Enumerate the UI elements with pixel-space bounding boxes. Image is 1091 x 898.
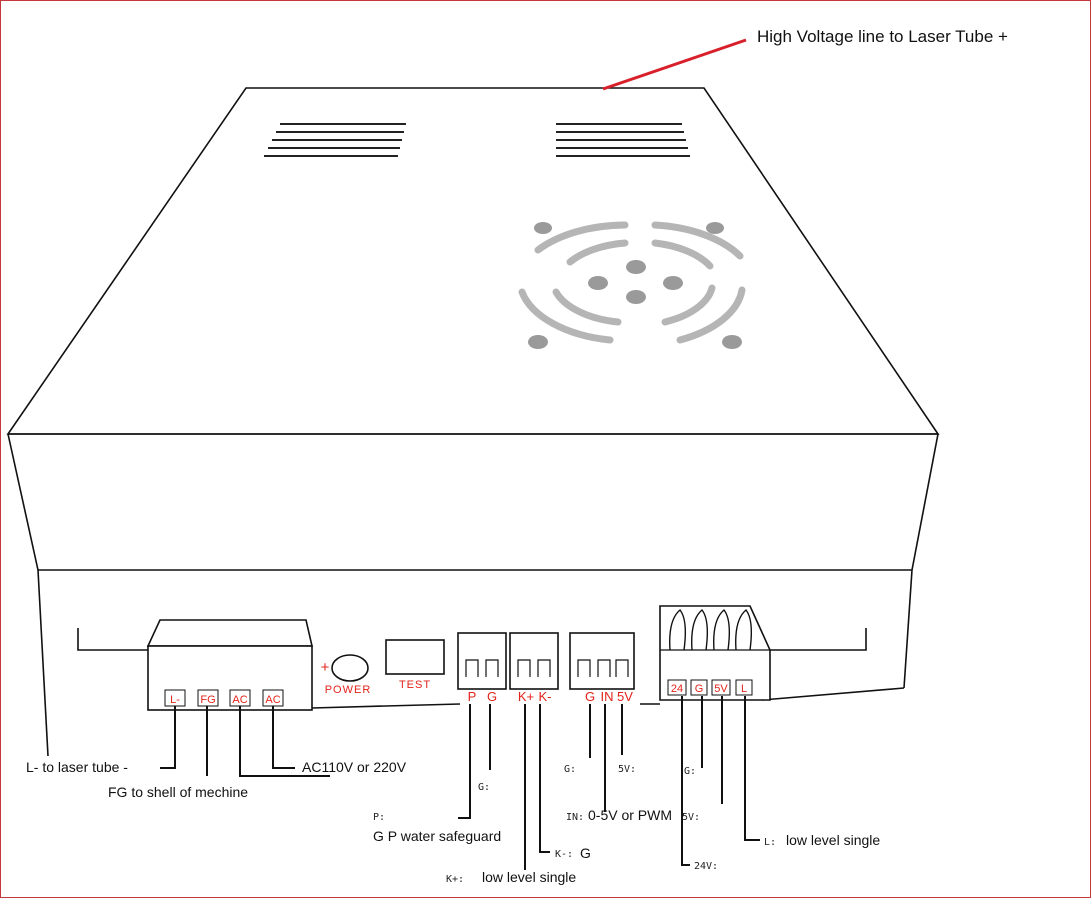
callout-in-value: 0-5V or PWM xyxy=(588,807,672,823)
power-label: POWER xyxy=(325,684,372,696)
fan-screws xyxy=(528,222,742,349)
callout-side-5v: 5V: xyxy=(682,812,700,823)
callout-g-water-short: G: xyxy=(478,782,490,793)
terminal-block: L- FG AC AC xyxy=(146,619,314,711)
side-pin-g: G xyxy=(695,683,704,695)
connector-side xyxy=(659,605,771,701)
callout-fg: FG to shell of mechine xyxy=(108,784,248,800)
connector-in xyxy=(569,632,635,690)
callout-side-g: G: xyxy=(684,766,696,777)
side-pin-5v: 5V xyxy=(714,683,728,695)
side-pin-24: 24 xyxy=(671,683,683,695)
power-button-circle[interactable] xyxy=(331,654,369,682)
callout-side-24v: 24V: xyxy=(694,861,718,872)
high-voltage-line xyxy=(602,38,747,91)
front-panel xyxy=(37,569,913,757)
callout-k-minus: K-: xyxy=(555,849,573,860)
power-plus-symbol: + xyxy=(321,659,330,676)
callout-k-plus-value: low level single xyxy=(482,869,576,885)
callout-p-short: P: xyxy=(373,812,385,823)
callout-water: G P water safeguard xyxy=(373,828,501,844)
callout-ac: AC110V or 220V xyxy=(302,759,407,775)
pin-label-k-minus: K- xyxy=(539,689,552,704)
test-button-rect[interactable] xyxy=(385,639,445,675)
connector-k xyxy=(509,632,559,690)
connector-water xyxy=(457,632,507,690)
fan-grille xyxy=(518,221,746,344)
callout-k-minus-value: G xyxy=(580,845,591,861)
vent-right xyxy=(556,123,690,157)
power-button[interactable]: + POWER xyxy=(321,654,372,696)
test-button[interactable]: TEST xyxy=(385,639,445,691)
terminal-label-ac2: AC xyxy=(265,694,280,706)
terminal-label-l-minus: L- xyxy=(170,694,180,706)
terminal-label-fg: FG xyxy=(200,694,215,706)
callout-l-minus: L- to laser tube - xyxy=(26,759,128,775)
terminal-label-ac1: AC xyxy=(232,694,247,706)
callout-in-g: G: xyxy=(564,764,576,775)
pin-label-p: P xyxy=(468,689,477,704)
side-pin-l: L xyxy=(741,683,747,695)
leader-lines xyxy=(160,696,760,870)
pin-label-5v-in: 5V xyxy=(617,689,633,704)
callout-in-in: IN: xyxy=(566,812,584,823)
callout-k-plus: K+: xyxy=(446,874,464,885)
pin-label-in: IN xyxy=(601,689,614,704)
pin-label-g-in: G xyxy=(585,689,595,704)
callout-side-l: L: xyxy=(764,837,776,848)
high-voltage-label: High Voltage line to Laser Tube + xyxy=(757,27,1008,46)
unit-front-body xyxy=(7,433,939,571)
callout-in-5v: 5V: xyxy=(618,764,636,775)
callout-side-l-value: low level single xyxy=(786,832,880,848)
pin-label-g-water: G xyxy=(487,689,497,704)
vent-left xyxy=(264,123,406,157)
test-label: TEST xyxy=(399,679,431,691)
pin-label-k-plus: K+ xyxy=(518,689,534,704)
